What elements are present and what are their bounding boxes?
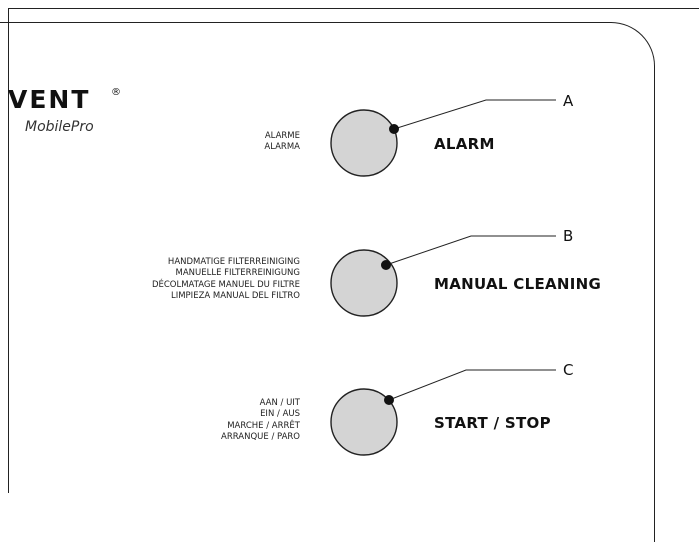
translation-line: AAN / UIT <box>259 398 300 408</box>
manual-cleaning-button[interactable] <box>330 249 398 317</box>
pointer-dot-b <box>381 260 391 270</box>
control-panel-outline <box>0 22 655 542</box>
pointer-dot-c <box>384 395 394 405</box>
translation-line: ALARMA <box>264 142 300 153</box>
translation-line: ALARME <box>264 131 300 141</box>
brand-name: VENT <box>8 85 91 114</box>
manual-cleaning-translations: HANDMATIGE FILTERREINIGING MANUELLE FILT… <box>152 257 300 302</box>
translation-line: MANUELLE FILTERREINIGUNG <box>175 268 300 279</box>
start-stop-label: START / STOP <box>434 414 551 432</box>
start-stop-translations: AAN / UIT EIN / AUS MARCHE / ARRÊT ARRAN… <box>221 398 300 443</box>
pointer-line-a <box>393 99 556 130</box>
frame-top-border <box>8 8 699 9</box>
pointer-line-b <box>385 235 556 266</box>
alarm-button[interactable] <box>330 109 398 177</box>
translation-line: EIN / AUS <box>260 409 300 420</box>
alarm-label: ALARM <box>434 135 495 153</box>
brand-logo: VENT ® MobilePro <box>8 85 121 135</box>
callout-letter-b: B <box>563 227 573 245</box>
pointer-dot-a <box>389 124 399 134</box>
translation-line: ARRANQUE / PARO <box>221 431 300 442</box>
frame-left-border <box>8 8 9 493</box>
alarm-translations: ALARME ALARMA <box>264 131 300 154</box>
translation-line: DÉCOLMATAGE MANUEL DU FILTRE <box>151 279 300 290</box>
callout-letter-c: C <box>563 361 573 379</box>
translation-line: LIMPIEZA MANUAL DEL FILTRO <box>170 290 300 301</box>
manual-cleaning-label: MANUAL CLEANING <box>434 275 602 293</box>
registered-mark: ® <box>111 87 121 98</box>
start-stop-button[interactable] <box>330 388 398 456</box>
pointer-line-c <box>388 369 556 401</box>
callout-letter-a: A <box>563 92 574 110</box>
translation-line: MARCHE / ARRÊT <box>227 420 300 431</box>
translation-line: HANDMATIGE FILTERREINIGING <box>167 257 300 267</box>
brand-subtitle: MobilePro <box>25 119 94 135</box>
button-diagram: A B C <box>330 92 574 456</box>
